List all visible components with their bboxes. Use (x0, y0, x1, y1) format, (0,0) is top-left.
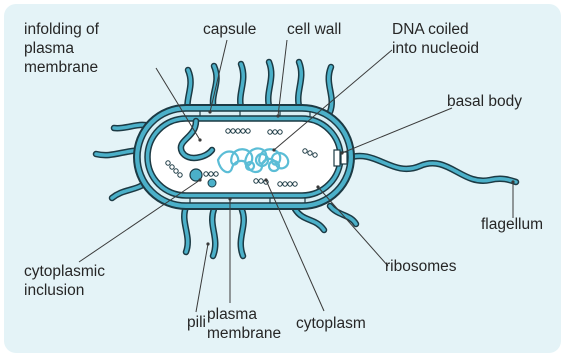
label-ribosomes: ribosomes (385, 257, 457, 276)
label-dna-coiled-into-nucleoid: DNA coiled into nucleoid (392, 20, 479, 58)
label-cytoplasmic-inclusion: cytoplasmic inclusion (24, 262, 105, 300)
label-pili: pili (187, 313, 206, 332)
label-capsule: capsule (203, 20, 256, 39)
label-cytoplasm: cytoplasm (296, 314, 366, 333)
flagellum (348, 156, 516, 182)
cell-envelope (134, 105, 354, 209)
label-basal-body: basal body (447, 92, 522, 111)
label-flagellum: flagellum (481, 215, 543, 234)
basal-body (334, 150, 347, 166)
label-plasma-membrane: plasma membrane (207, 305, 281, 343)
label-cell-wall: cell wall (287, 20, 341, 39)
label-infolding-of-plasma-membrane: infolding of plasma membrane (24, 20, 99, 77)
